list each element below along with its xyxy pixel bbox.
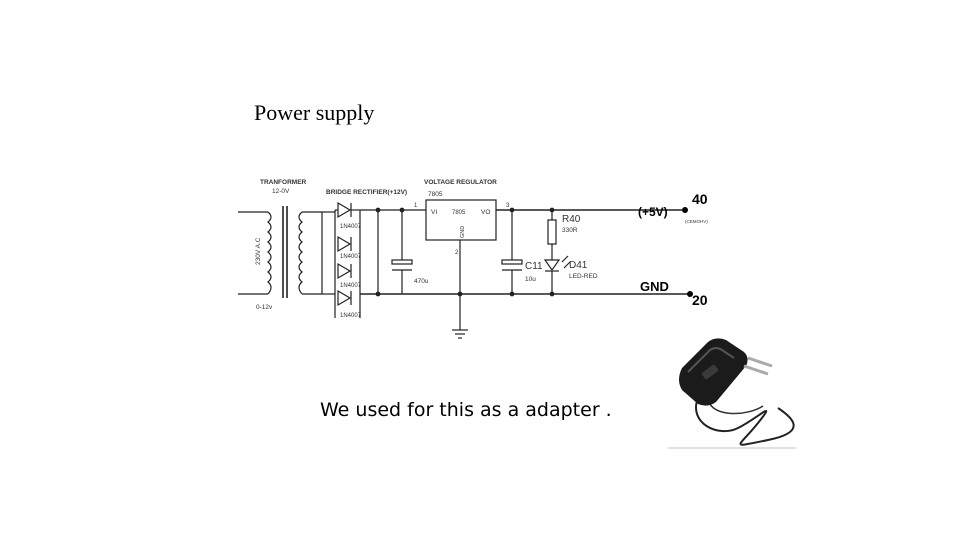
diode-d4: [337, 289, 352, 307]
power-adapter-icon: [668, 338, 796, 449]
diode-d3: [337, 262, 352, 280]
diode-label-4: 1N4007: [340, 313, 362, 319]
resistor-value: 330R: [562, 227, 578, 234]
regulator-chip-text: 7805: [452, 210, 466, 216]
output-sub-label: (CEMOHV): [685, 219, 708, 224]
diode-label-2: 1N4007: [340, 254, 362, 260]
terminal-20-label: 20: [692, 292, 708, 308]
output-voltage-label: (+5V): [638, 205, 668, 219]
regulator-pin-1: 1: [414, 203, 418, 209]
ground-label: GND: [640, 279, 669, 294]
diode-label-1: 1N4007: [340, 224, 362, 230]
led-value: LED-RED: [569, 273, 598, 280]
slide-title: Power supply: [254, 100, 375, 125]
output-capacitor-name: C11: [525, 261, 543, 272]
diode-label-3: 1N4007: [340, 283, 362, 289]
terminal-40-dot: [682, 207, 688, 213]
regulator-pin-vi: VI: [431, 209, 437, 216]
diode-d1: [335, 201, 360, 219]
led-name: D41: [569, 260, 588, 271]
diode-d2: [337, 235, 352, 253]
input-capacitor-value: 470u: [414, 278, 429, 285]
slide-caption: We used for this as a adapter .: [320, 399, 612, 421]
transformer-label: TRANFORMER: [260, 179, 307, 186]
power-supply-schematic: TRANFORMER 12-0V 230V A.C 0-12v BRIDGE R…: [238, 179, 708, 339]
terminal-40-label: 40: [692, 191, 708, 207]
regulator-pin-vo: VO: [481, 209, 490, 216]
regulator-part: 7805: [428, 191, 443, 198]
resistor-name: R40: [562, 214, 581, 225]
rectifier-label: BRIDGE RECTIFIER(+12V): [326, 189, 407, 196]
output-capacitor-value: 10u: [525, 276, 536, 283]
secondary-label: 0-12v: [256, 304, 273, 311]
ground-symbol-icon: [452, 329, 468, 339]
regulator-pin-3: 3: [506, 203, 510, 209]
ac-input-label: 230V A.C: [255, 237, 262, 265]
regulator-pin-2: 2: [455, 250, 459, 256]
regulator-label: VOLTAGE REGULATOR: [424, 179, 497, 186]
terminal-20-dot: [687, 291, 693, 297]
regulator-pin-gnd: GND: [460, 226, 466, 238]
transformer-rating: 12-0V: [272, 188, 290, 195]
